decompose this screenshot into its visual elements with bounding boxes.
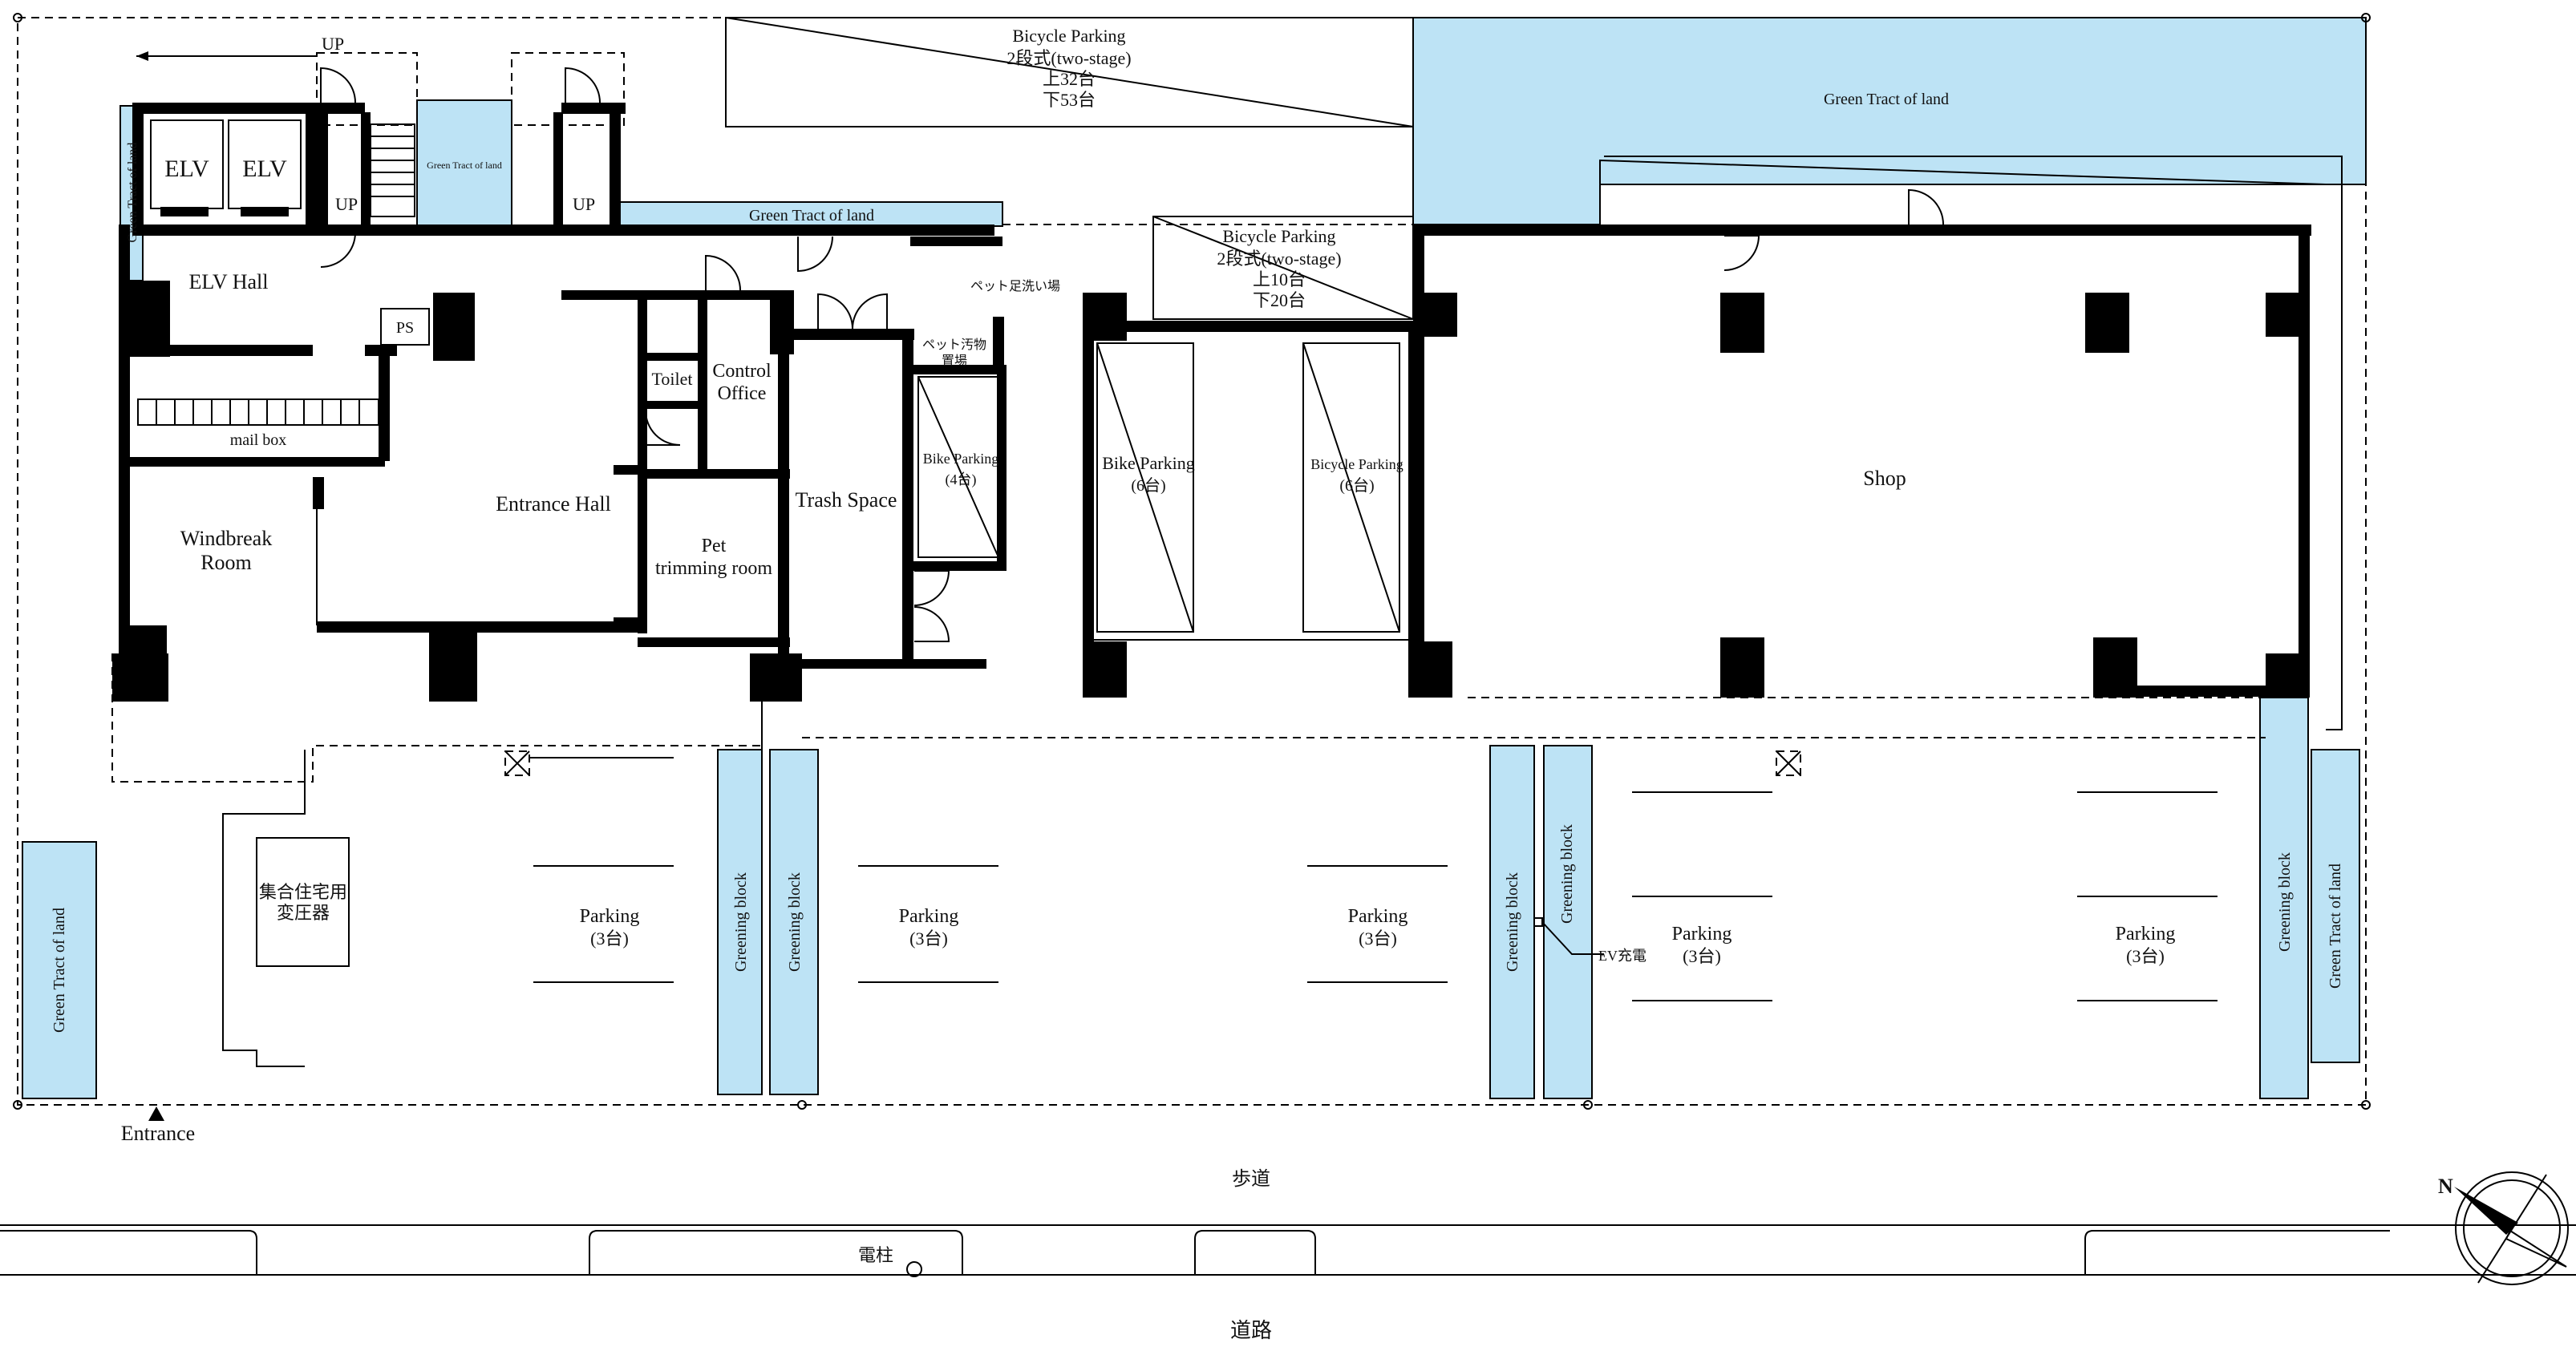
bicycle-mid-title: Bicycle Parking [1222, 226, 1335, 246]
green-top-right-label: Green Tract of land [1824, 91, 1949, 108]
utility-pole-label: 電柱 [858, 1245, 893, 1265]
greening-block-b-label: Greening block [786, 872, 804, 972]
control-office-label-2: Office [718, 383, 767, 404]
elv-2-label: ELV [242, 156, 287, 182]
greening-block-c-label: Greening block [1504, 872, 1521, 972]
pet-trimming-label-2: trimming room [655, 558, 772, 579]
greening-block-e [2259, 697, 2309, 1099]
green-areas [22, 17, 2367, 1099]
parking-5-count: (3台) [2126, 946, 2165, 966]
transformer-box [256, 837, 350, 967]
elv-1-label: ELV [164, 156, 209, 182]
labels: ELV ELV ELV Hall PS mail box Windbreak R… [51, 26, 2344, 1342]
green-stair-label: Green Tract of land [427, 160, 502, 171]
parking-3-label: Parking [1348, 906, 1408, 927]
greening-block-e-label: Greening block [2276, 852, 2294, 952]
toilet-label: Toilet [651, 369, 692, 389]
green-right-vertical-label: Green Tract of land [2327, 864, 2344, 989]
green-bottom-left-label: Green Tract of land [51, 908, 68, 1033]
compass-icon: N [2438, 1171, 2569, 1285]
green-left-vertical-label: Green Tract of land [126, 143, 140, 243]
green-area-stair [416, 99, 512, 229]
bicycle-parking-top [725, 17, 1414, 127]
parking-marks [504, 750, 2218, 1001]
bicycle-mid-type: 2段式(two-stage) [1217, 249, 1341, 269]
bicycle-top-upper: 上32台 [1043, 69, 1096, 89]
green-strip-label: Green Tract of land [749, 207, 874, 224]
parking-1-label: Parking [580, 906, 640, 927]
shop-label: Shop [1863, 467, 1906, 490]
green-area-right-vertical [2311, 749, 2360, 1063]
pet-trimming-label-1: Pet [702, 536, 727, 556]
parking-4-label: Parking [1672, 924, 1732, 945]
greening-block-d-label: Greening block [1558, 824, 1576, 924]
entrance-label: Entrance [121, 1122, 195, 1145]
greening-block-a-label: Greening block [732, 872, 750, 972]
control-office-label-1: Control [712, 361, 772, 382]
parking-4-count: (3台) [1683, 946, 1721, 966]
building-walls [111, 51, 2327, 783]
green-area-top-right [1412, 17, 2367, 225]
parking-3-count: (3台) [1359, 928, 1397, 949]
green-area-bottom-left [22, 841, 97, 1099]
ev-charger [1533, 917, 1543, 927]
bicycle-top-type: 2段式(two-stage) [1007, 48, 1131, 68]
greening-block-b [769, 749, 819, 1095]
ev-charging-label: EV充電 [1598, 948, 1646, 964]
greening-block-d [1543, 745, 1593, 1099]
elv-hall-label: ELV Hall [189, 270, 269, 293]
parking-5-label: Parking [2116, 924, 2176, 945]
svg-text:N: N [2438, 1175, 2453, 1198]
up-label-1: UP [322, 34, 344, 54]
trash-space-label: Trash Space [796, 488, 897, 512]
parking-2-count: (3台) [909, 928, 948, 949]
entrance-marker [148, 1106, 164, 1121]
bike-small-count: (4台) [946, 471, 977, 488]
bike-small-title: Bike Parking [923, 451, 999, 467]
parking-1-count: (3台) [590, 928, 629, 949]
road-label: 道路 [1230, 1319, 1272, 1342]
up-label-2: UP [335, 194, 358, 214]
sidewalk-label: 歩道 [1232, 1168, 1270, 1190]
up-label-3: UP [573, 194, 595, 214]
greening-block-a [717, 749, 763, 1095]
bike-mid-title: Bike Parking [1102, 453, 1195, 473]
entrance-hall-label: Entrance Hall [496, 492, 611, 516]
pet-waste-label-1: ペット汚物 [922, 338, 986, 352]
mail-box-label: mail box [230, 431, 287, 449]
transformer-area [222, 750, 350, 1067]
ps-label: PS [396, 319, 414, 337]
windbreak-room-label-1: Windbreak [180, 527, 272, 550]
site-boundary [13, 13, 2371, 1110]
road [0, 1106, 2576, 1277]
utility-pole [906, 1261, 922, 1277]
parking-2-label: Parking [899, 906, 959, 927]
bicycle-mid-upper: 上10台 [1253, 269, 1306, 289]
bicycle-mid-lower: 下20台 [1253, 290, 1306, 310]
bicycle-small-count: (6台) [1339, 476, 1374, 495]
bicycle-top-title: Bicycle Parking [1012, 26, 1125, 46]
transformer-label-2: 変圧器 [277, 903, 330, 923]
bike-mid-count: (6台) [1131, 476, 1165, 495]
pet-waste-label-2: 置場 [942, 354, 967, 368]
windbreak-room-label-2: Room [200, 551, 252, 574]
pet-wash-label: ペット足洗い場 [970, 279, 1060, 293]
bicycle-top-lower: 下53台 [1043, 90, 1096, 110]
bicycle-small-title: Bicycle Parking [1310, 456, 1403, 472]
transformer-label-1: 集合住宅用 [259, 882, 347, 902]
doors [320, 67, 1944, 642]
